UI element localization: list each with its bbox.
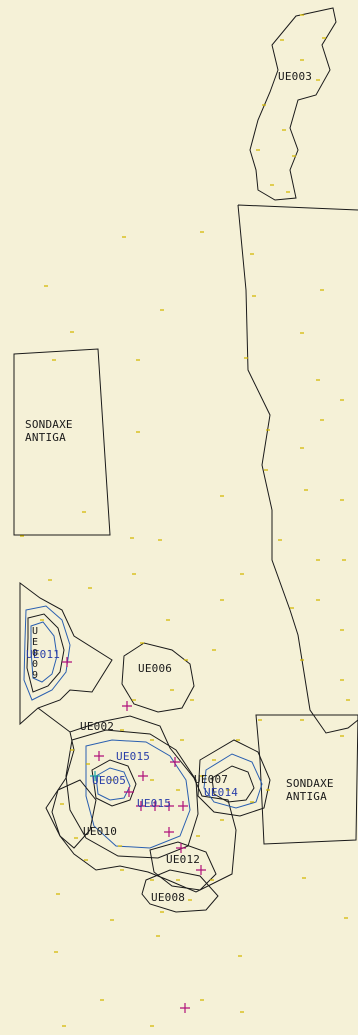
label-sondaxe-left-1: SONDAXE xyxy=(25,418,73,431)
ue011-contour-c xyxy=(30,621,58,683)
label-ue002: UE002 xyxy=(80,720,115,733)
label-ue003: UE003 xyxy=(278,70,313,83)
label-sondaxe-right-2: ANTIGA xyxy=(286,790,327,803)
label-ue011: UE011 xyxy=(26,648,61,661)
ue014-inner-contour xyxy=(211,765,255,803)
label-ue015-top: UE015 xyxy=(116,750,151,763)
trench-outline xyxy=(237,204,358,734)
ue006-outline xyxy=(121,642,195,713)
ue014-blue-contour xyxy=(203,753,263,809)
cyan-marker xyxy=(90,771,100,781)
label-sondaxe-left-2: ANTIGA xyxy=(25,431,66,444)
sondaxe-right-outline xyxy=(255,714,358,845)
label-ue008: UE008 xyxy=(151,891,186,904)
label-ue009-vertical: UE009 xyxy=(31,626,39,681)
ue010-outline xyxy=(51,779,97,849)
ue002-outline xyxy=(37,707,237,893)
label-sondaxe-right-1: SONDAXE xyxy=(286,777,334,790)
ue011-outer-outline xyxy=(19,582,113,726)
label-ue012: UE012 xyxy=(166,853,201,866)
ue008-outline xyxy=(141,869,219,913)
ue011-contour-b xyxy=(26,613,65,693)
ue011-contour-a xyxy=(23,605,71,701)
survey-points xyxy=(20,14,350,1027)
label-ue014: UE014 xyxy=(204,786,239,799)
ue015-blue-contour xyxy=(85,739,191,849)
find-markers xyxy=(62,657,206,1013)
ue012-outline xyxy=(149,841,217,891)
label-ue010: UE010 xyxy=(83,825,118,838)
label-ue007: UE007 xyxy=(194,773,229,786)
label-ue015-mid: UE015 xyxy=(137,797,172,810)
ue014-outline xyxy=(197,739,271,817)
label-ue006: UE006 xyxy=(138,662,173,675)
sondaxe-left-outline xyxy=(13,348,111,536)
label-ue005: UE005 xyxy=(92,774,127,787)
ue003-outline xyxy=(249,7,337,201)
